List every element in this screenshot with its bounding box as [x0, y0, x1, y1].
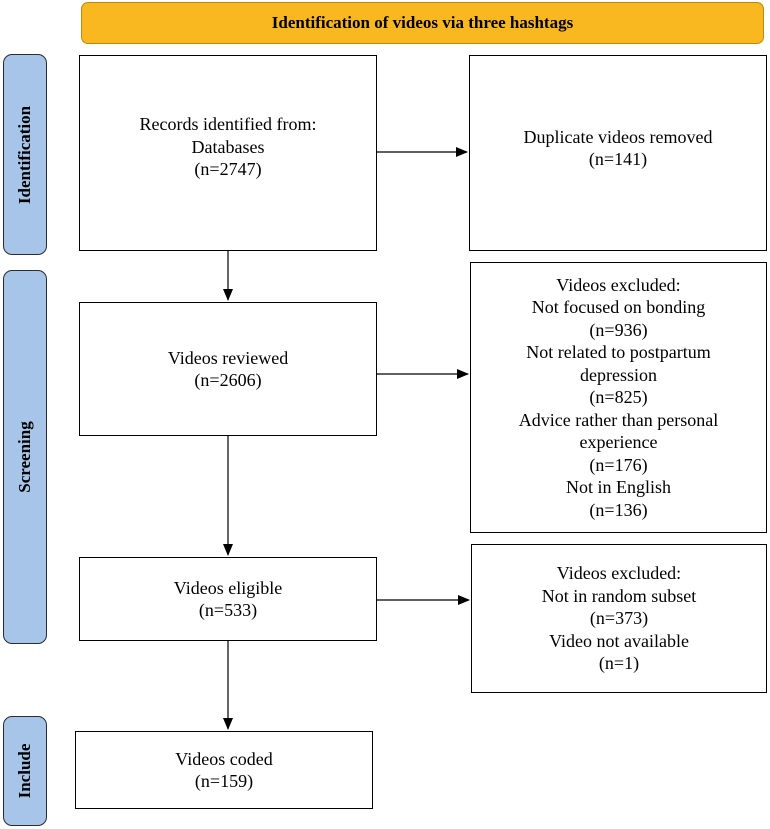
box-line: (n=141) — [588, 149, 648, 169]
box-line: Videos eligible — [173, 577, 283, 598]
box-line: Videos reviewed — [167, 347, 289, 368]
stage-include: Include — [3, 716, 47, 826]
box-line: (n=936) — [589, 319, 648, 340]
box-line: depression — [580, 364, 657, 385]
stage-identification: Identification — [3, 54, 47, 255]
box-videos-eligible: Videos eligible (n=533) — [79, 557, 377, 641]
box-line: Not in English — [565, 477, 671, 498]
box-records-identified: Records identified from: Databases (n=27… — [79, 55, 377, 251]
box-line: (n=2747) — [194, 159, 262, 180]
header-banner: Identification of videos via three hasht… — [81, 2, 764, 44]
box-line: Not related to postpartum — [526, 342, 711, 363]
box-line: Advice rather than personal — [518, 409, 719, 430]
box-line: Databases — [191, 136, 265, 157]
box-line: (n=533) — [198, 600, 258, 620]
box-line: (n=159) — [194, 771, 254, 791]
box-line: (n=373) — [589, 608, 649, 629]
box-videos-coded: Videos coded (n=159) — [75, 731, 373, 809]
box-line: Not focused on bonding — [531, 297, 706, 318]
box-line: Records identified from: — [139, 114, 317, 135]
box-line: Duplicate videos removed — [523, 126, 713, 147]
box-line: Videos coded — [175, 748, 273, 769]
box-line: experience — [579, 432, 658, 453]
box-line: Videos excluded: — [556, 274, 681, 295]
box-duplicates-removed: Duplicate videos removed (n=141) — [469, 55, 767, 251]
box-line: (n=1) — [598, 653, 640, 674]
header-title: Identification of videos via three hasht… — [271, 13, 574, 32]
stage-screening: Screening — [3, 270, 47, 644]
box-line: Not in random subset — [541, 585, 697, 606]
box-videos-reviewed: Videos reviewed (n=2606) — [79, 302, 377, 436]
box-line: (n=176) — [589, 454, 648, 475]
box-excluded-eligibility: Videos excluded: Not in random subset (n… — [471, 544, 767, 693]
box-line: (n=2606) — [194, 370, 262, 390]
box-line: (n=825) — [589, 387, 648, 408]
box-line: (n=136) — [589, 499, 648, 520]
box-line: Video not available — [549, 630, 689, 651]
box-line: Videos excluded: — [556, 563, 682, 584]
box-excluded-screening: Videos excluded: Not focused on bonding … — [470, 262, 767, 533]
